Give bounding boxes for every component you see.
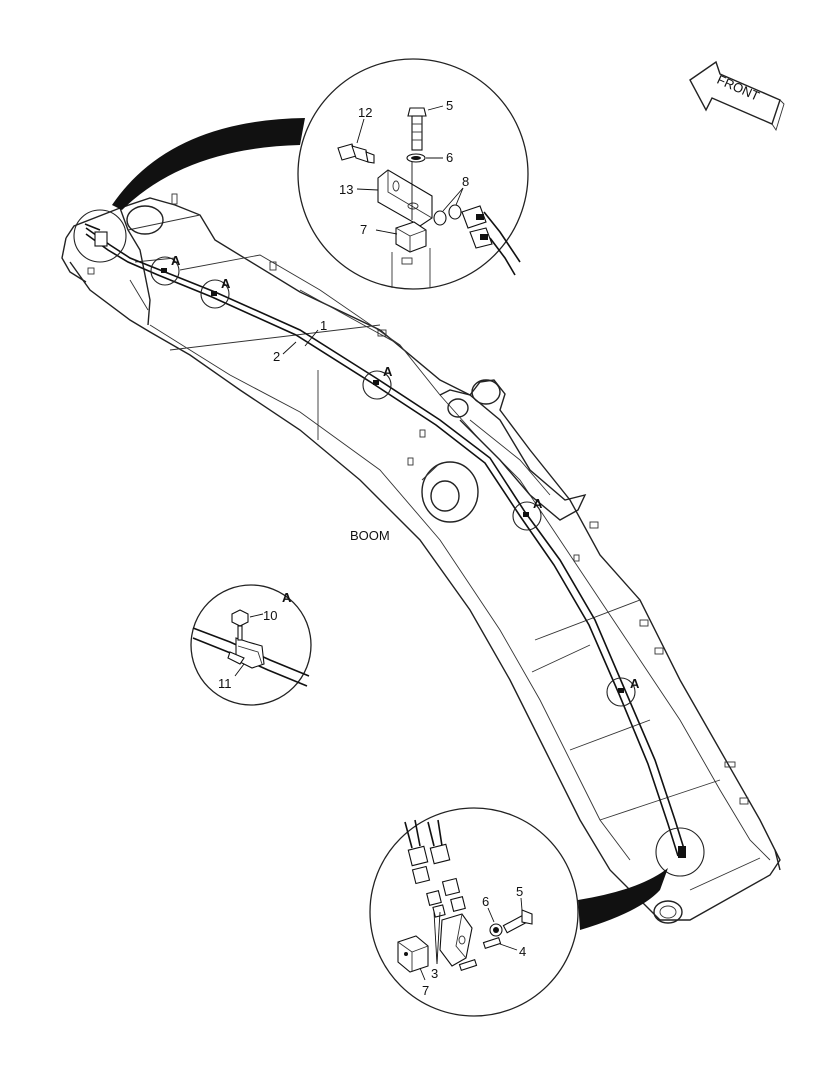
- block-7: [395, 221, 427, 253]
- callout-a-markers: A A A A A: [73, 209, 705, 877]
- section-a-label: A: [383, 364, 393, 379]
- part-label-6: 6: [446, 150, 453, 165]
- bolt-5: [502, 909, 533, 934]
- section-a-label: A: [221, 276, 231, 291]
- part-label-4: 4: [519, 944, 526, 959]
- front-arrow: FRONT: [689, 60, 785, 132]
- bracket-13: [377, 162, 433, 227]
- part-label-6: 6: [482, 894, 489, 909]
- part-label-11: 11: [218, 676, 232, 691]
- part-label-10: 10: [263, 608, 277, 623]
- part-label-13: 13: [339, 182, 353, 197]
- section-a-label: A: [533, 496, 543, 511]
- nuts-8: [433, 204, 462, 226]
- section-a-label: A: [282, 590, 292, 605]
- part-label-1: 1: [320, 318, 327, 333]
- top-detail-arc: [112, 118, 305, 210]
- bracket-4: [439, 913, 502, 972]
- top-detail-view: 12 5 6 13: [297, 58, 529, 290]
- section-a-label: A: [630, 676, 640, 691]
- washer-6: [406, 153, 426, 163]
- part-label-12: 12: [358, 105, 372, 120]
- hose-lines: [84, 223, 686, 857]
- boom-label: BOOM: [350, 528, 390, 543]
- part-label-5: 5: [446, 98, 453, 113]
- section-a-label: A: [171, 253, 181, 268]
- part-label-2: 2: [273, 349, 280, 364]
- hose-ends: [461, 205, 521, 276]
- fitting-12: [337, 143, 375, 164]
- bolt-5: [407, 107, 427, 151]
- bottom-detail-view: 4 6 5 7 3: [369, 807, 579, 1017]
- part-label-8: 8: [462, 174, 469, 189]
- part-label-7: 7: [360, 222, 367, 237]
- part-label-3: 3: [431, 966, 438, 981]
- part-label-5: 5: [516, 884, 523, 899]
- part-label-7: 7: [422, 983, 429, 998]
- bottom-detail-arc: [578, 868, 668, 930]
- clamp-detail-view: A 10 11: [190, 584, 312, 706]
- hose-part-labels: 1 2: [273, 318, 327, 364]
- block-7: [397, 935, 429, 973]
